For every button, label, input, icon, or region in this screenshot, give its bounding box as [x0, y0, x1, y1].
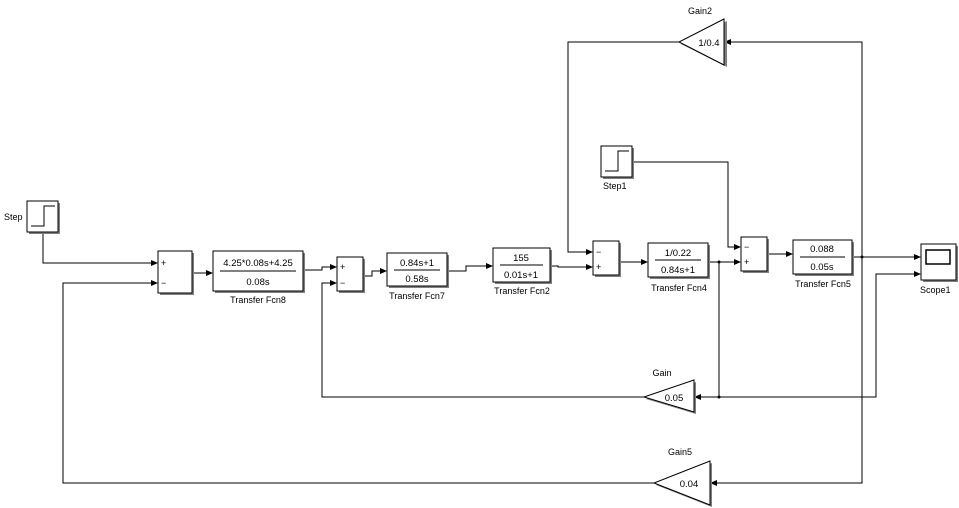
tf2-label: Transfer Fcn2	[494, 286, 550, 296]
tf7-label: Transfer Fcn7	[389, 291, 445, 301]
gain-block[interactable]: 0.05 Gain	[642, 368, 696, 414]
step1-block[interactable]: Step1	[600, 145, 634, 191]
signal-lines	[42, 39, 921, 486]
tf7-numerator: 0.84s+1	[400, 258, 434, 269]
sum1-sign-minus: −	[161, 278, 166, 288]
scope-screen-icon	[925, 249, 951, 265]
scope1-label: Scope1	[920, 285, 951, 295]
gain-label: Gain	[652, 368, 671, 378]
step-block[interactable]: Step	[4, 200, 60, 234]
tf5-label: Transfer Fcn5	[795, 279, 851, 289]
tf8-denominator: 0.08s	[246, 277, 269, 288]
tf8-label: Transfer Fcn8	[230, 295, 286, 305]
tf4-numerator: 1/0.22	[665, 248, 691, 259]
sum2-sign-plus: +	[340, 262, 345, 272]
sum4-block[interactable]: − +	[740, 236, 769, 273]
wire-gain-to-sum2	[321, 282, 644, 398]
wire-sum2-to-tf7	[364, 270, 380, 277]
tf5-denominator: 0.05s	[810, 262, 833, 273]
tf2-denominator: 0.01s+1	[504, 270, 538, 281]
transfer-fcn4-block[interactable]: 1/0.22 0.84s+1 Transfer Fcn4	[647, 242, 710, 293]
wire-tf2-to-sum3	[551, 265, 586, 268]
sum2-sign-minus: −	[340, 278, 345, 288]
transfer-fcn8-block[interactable]: 4.25*0.08s+4.25 0.08s Transfer Fcn8	[212, 250, 305, 305]
transfer-fcn5-block[interactable]: 0.088 0.05s Transfer Fcn5	[792, 239, 854, 289]
step-label: Step	[4, 212, 23, 222]
transfer-fcn7-block[interactable]: 0.84s+1 0.58s Transfer Fcn7	[386, 252, 449, 301]
step1-label: Step1	[603, 181, 627, 191]
tf8-numerator: 4.25*0.08s+4.25	[223, 258, 292, 269]
wire-step1-to-sum4	[633, 161, 734, 248]
gain2-block[interactable]: 1/0.4 Gain2	[677, 6, 727, 67]
sum1-block[interactable]: + −	[157, 250, 194, 295]
scope1-block[interactable]: Scope1	[920, 243, 958, 295]
wire-step-to-sum1	[42, 233, 151, 264]
sum4-sign-minus: −	[744, 242, 749, 252]
wire-gain2-to-sum3	[567, 41, 679, 253]
transfer-fcn2-block[interactable]: 155 0.01s+1 Transfer Fcn2	[492, 247, 552, 296]
wire-tf5-to-gain5	[717, 257, 863, 484]
tf5-numerator: 0.088	[810, 244, 834, 255]
gain-value: 0.05	[665, 393, 684, 404]
sum3-block[interactable]: − +	[592, 240, 621, 277]
sum3-sign-plus: +	[596, 262, 601, 272]
gain2-label: Gain2	[688, 6, 712, 16]
tf7-denominator: 0.58s	[405, 274, 428, 285]
tf2-numerator: 155	[513, 253, 529, 264]
sum1-sign-plus: +	[161, 258, 166, 268]
wire-tf8-to-sum2	[304, 266, 330, 271]
gain5-block[interactable]: 0.04 Gain5	[652, 447, 712, 507]
wire-tf5-to-gain2	[731, 41, 863, 257]
gain2-value: 1/0.4	[698, 38, 719, 49]
tf4-label: Transfer Fcn4	[651, 283, 707, 293]
wire-tf7-to-tf2	[448, 265, 486, 272]
gain5-value: 0.04	[680, 479, 699, 490]
sum4-sign-plus: +	[744, 257, 749, 267]
sum3-sign-minus: −	[596, 247, 601, 257]
wire-gain5-to-sum1	[62, 282, 654, 484]
sum2-block[interactable]: + −	[336, 256, 365, 293]
tf4-denominator: 0.84s+1	[661, 265, 695, 276]
wire-scope2-to-gain	[701, 273, 914, 398]
gain5-label: Gain5	[668, 447, 692, 457]
